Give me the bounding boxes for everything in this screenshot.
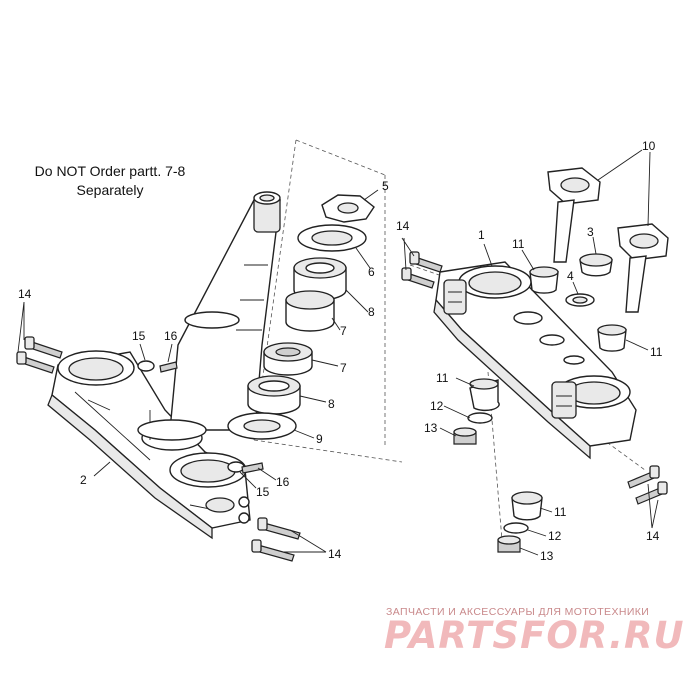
callout-14-left: 14: [18, 287, 32, 301]
callout-11-middle: 11: [436, 371, 449, 385]
callout-11-bottom: 11: [554, 505, 567, 519]
callout-16-lower: 16: [276, 475, 290, 489]
callout-9: 9: [316, 432, 323, 446]
callout-8-lower: 8: [328, 397, 335, 411]
callout-14-top-right: 14: [396, 219, 410, 233]
leader-lines: [17, 149, 659, 556]
callout-15-lower: 15: [256, 485, 270, 499]
callout-labels: 5 6 8 7 7 8 9 1 2 3 4 10 11 11 11 11 12 …: [18, 139, 663, 563]
callout-13-upper: 13: [424, 421, 438, 435]
watermark-subtitle: ЗАПЧАСТИ И АКСЕССУАРЫ ДЛЯ МОТОТЕХНИКИ: [386, 606, 650, 618]
order-note-line-2: Separately: [76, 182, 144, 198]
left-bolts-14: [16, 336, 301, 562]
callout-11-top: 11: [512, 237, 525, 251]
handlebar-risers: [547, 167, 669, 313]
callout-1: 1: [478, 228, 485, 242]
callout-11-right: 11: [650, 345, 663, 359]
callout-15-upper: 15: [132, 329, 146, 343]
order-note: Do NOT Order partt. 7-8 Separately: [10, 162, 210, 200]
callout-7-lower: 7: [340, 361, 347, 375]
callout-6: 6: [368, 265, 375, 279]
order-note-line-1: Do NOT Order partt. 7-8: [34, 163, 186, 179]
lower-triple-clamp: [47, 350, 251, 540]
callout-8-upper: 8: [368, 305, 375, 319]
callout-14-right: 14: [646, 529, 660, 543]
upper-triple-clamp: [433, 261, 637, 460]
callout-4: 4: [567, 269, 574, 283]
callout-10: 10: [642, 139, 656, 153]
callout-16-upper: 16: [164, 329, 178, 343]
callout-12-lower: 12: [548, 529, 562, 543]
callout-5: 5: [382, 179, 389, 193]
pinch-screw-15-16: [137, 360, 264, 474]
callout-14-bottom: 14: [328, 547, 342, 561]
callout-7-upper: 7: [340, 324, 347, 338]
callout-13-lower: 13: [540, 549, 554, 563]
callout-12-upper: 12: [430, 399, 444, 413]
bushings-washers-nuts: [453, 253, 627, 553]
bearing-stack: [227, 194, 375, 440]
callout-3: 3: [587, 225, 594, 239]
watermark-logo: PARTSFOR.RU: [384, 614, 685, 657]
callout-2: 2: [80, 473, 87, 487]
